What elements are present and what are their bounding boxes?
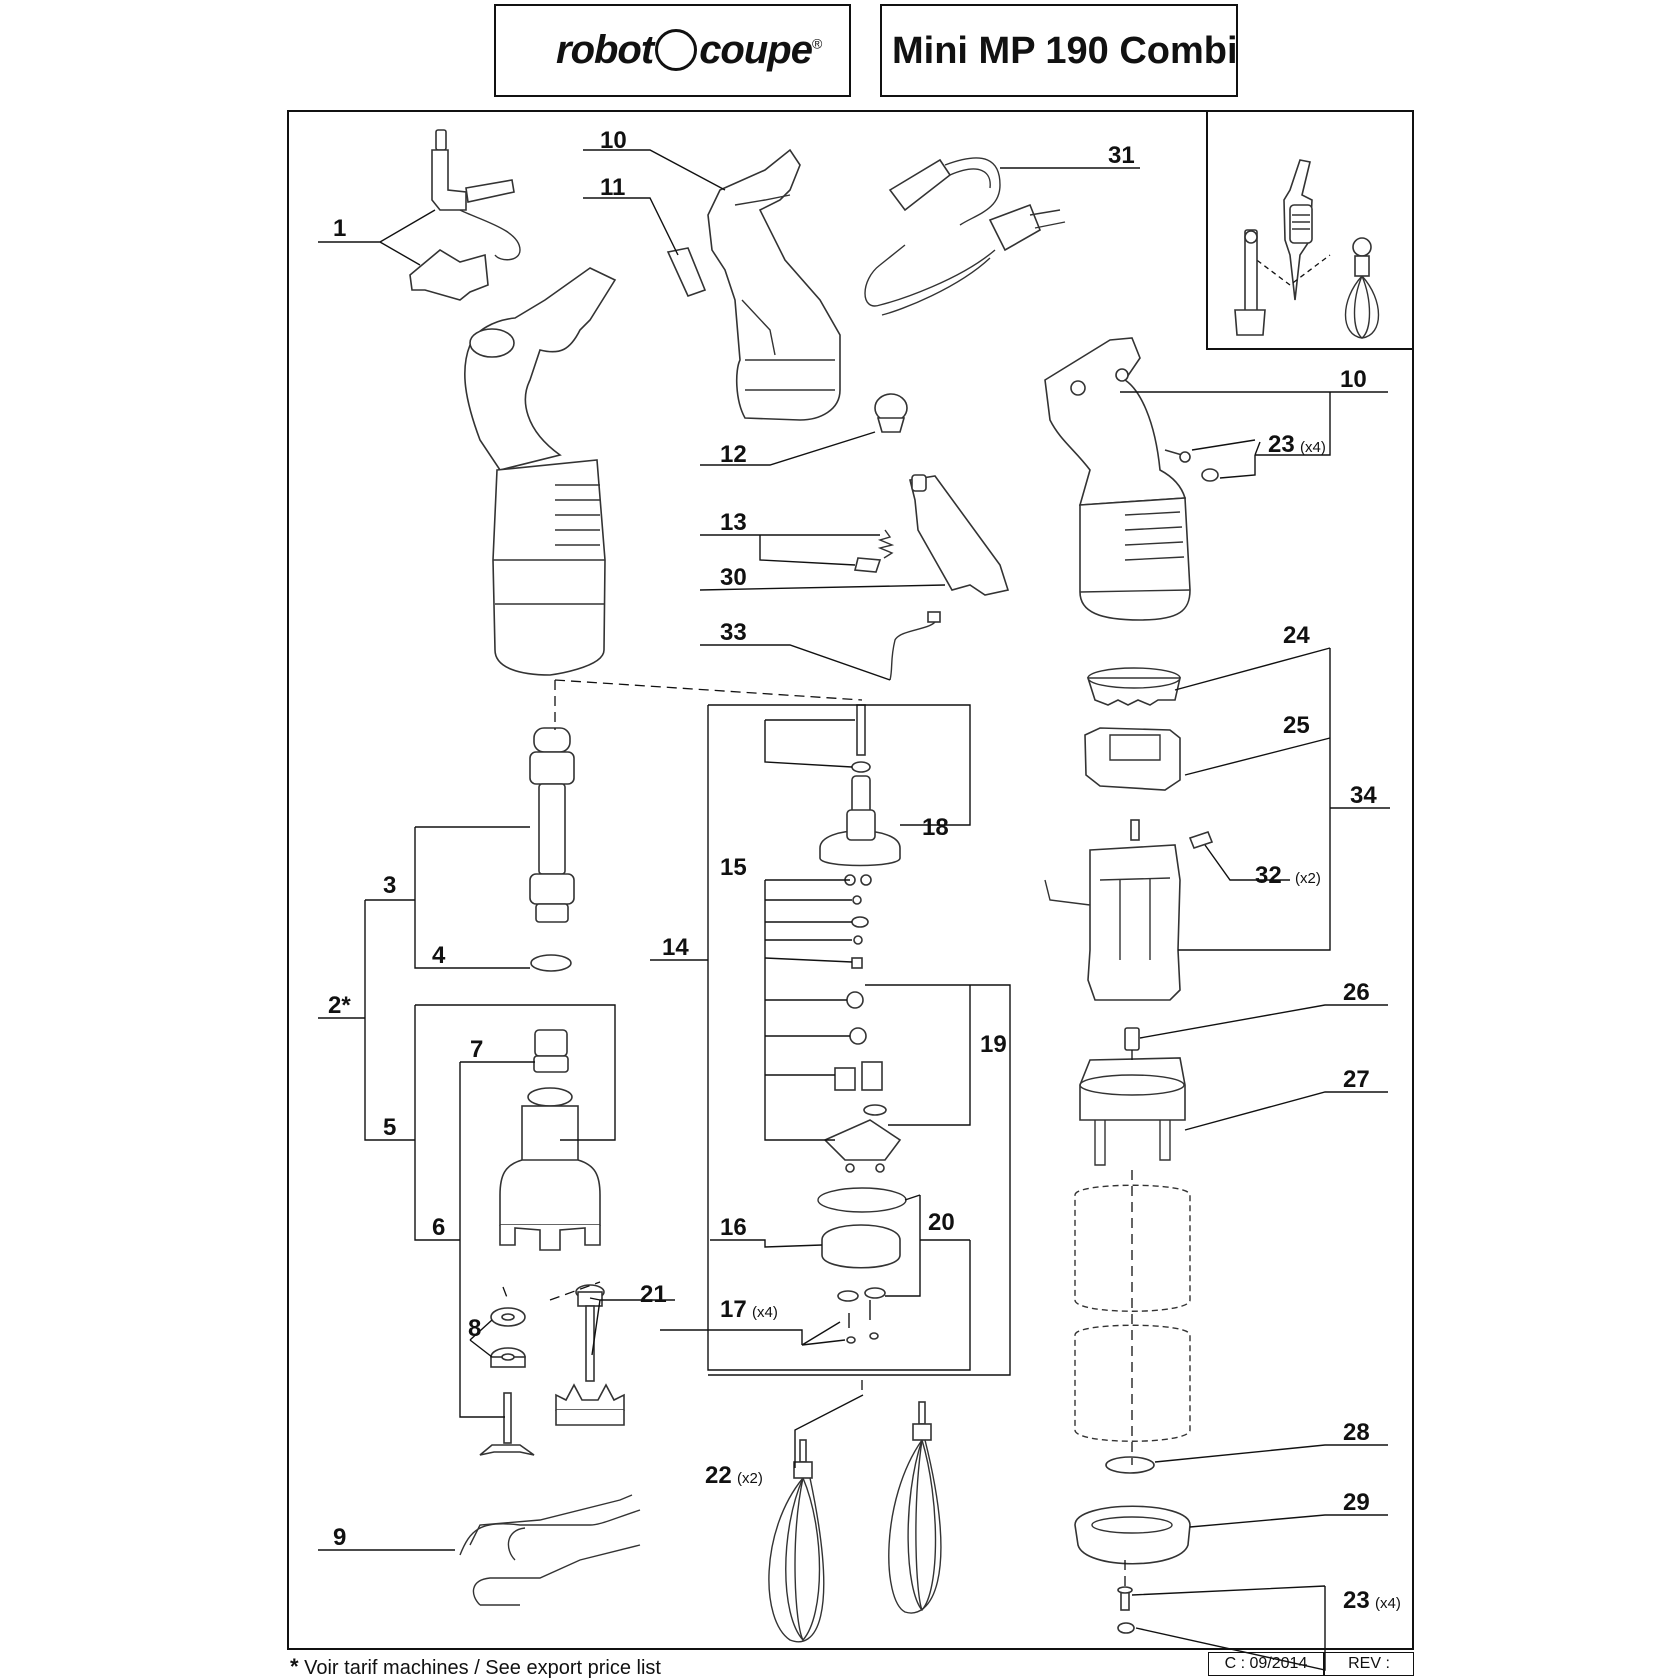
brand-registered-mark: ®	[811, 35, 822, 52]
label-33: 33	[720, 619, 747, 646]
label-32: 32	[1255, 862, 1282, 889]
label-8: 8	[468, 1315, 481, 1342]
part-33-wire-connector	[889, 611, 941, 681]
label-29: 29	[1343, 1489, 1370, 1516]
label-19: 19	[980, 1031, 1007, 1058]
brand-logo-left: robot	[556, 28, 654, 72]
assembly-inset	[1206, 112, 1413, 350]
part-30-switch-board	[909, 474, 1010, 596]
label-28: 28	[1343, 1419, 1370, 1446]
label-23-top: 23	[1268, 431, 1295, 458]
part-28-o-ring	[1105, 1456, 1155, 1474]
revision-label: REV :	[1324, 1652, 1414, 1676]
motor-housing-tubes	[1074, 1184, 1191, 1442]
label-4: 4	[432, 942, 446, 969]
label-20: 20	[928, 1209, 955, 1236]
label-6: 6	[432, 1214, 445, 1241]
qty-32: (x2)	[1295, 870, 1321, 887]
part-25-fan-cover	[1084, 727, 1181, 791]
label-13: 13	[720, 509, 747, 536]
part-3-shaft	[529, 727, 575, 972]
label-9: 9	[333, 1524, 346, 1551]
part-22-whisk-left	[768, 1439, 825, 1643]
inset-assembled-blender	[1234, 159, 1380, 339]
qty-17: (x4)	[752, 1304, 778, 1321]
part-12-button	[874, 393, 908, 433]
qty-23-bottom: (x4)	[1375, 1595, 1401, 1612]
label-25: 25	[1283, 712, 1310, 739]
brand-logo-right: coupe	[699, 28, 813, 72]
part-27-motor-base	[1079, 1057, 1186, 1166]
part-29-end-cap	[1074, 1505, 1191, 1565]
part-22-whisk-right	[888, 1401, 942, 1614]
part-13-spring-and-slider	[853, 529, 895, 573]
part-10-handle-right	[1044, 337, 1191, 621]
label-3: 3	[383, 872, 396, 899]
part-34-motor-unit	[1044, 819, 1181, 1001]
label-11: 11	[600, 174, 625, 201]
brand-logo: robot coupe®	[556, 28, 822, 73]
part-21-masher	[555, 1284, 625, 1426]
part-32-carbon-brushes	[1188, 831, 1214, 849]
footnote-text: Voir tarif machines / See export price l…	[304, 1657, 661, 1679]
qty-22: (x2)	[737, 1470, 763, 1487]
revision-date: C : 09/2014	[1208, 1652, 1324, 1676]
label-15: 15	[720, 854, 747, 881]
label-7: 7	[470, 1036, 483, 1063]
model-title: Mini MP 190 Combi	[892, 30, 1238, 72]
leader-lines	[318, 149, 1390, 1671]
label-30: 30	[720, 564, 747, 591]
part-6-blade	[479, 1392, 535, 1456]
brand-logo-mark	[655, 29, 698, 72]
part-31-power-cord	[864, 157, 1066, 316]
label-5: 5	[383, 1114, 396, 1141]
label-17: 17	[720, 1296, 747, 1323]
label-27: 27	[1343, 1066, 1370, 1093]
part-23-screws-bottom	[1117, 1586, 1135, 1634]
label-2: 2*	[328, 992, 351, 1019]
label-14: 14	[662, 934, 689, 961]
part-9-wall-bracket	[459, 1494, 641, 1606]
label-16: 16	[720, 1214, 747, 1241]
part-26-coupler	[1124, 1027, 1140, 1051]
model-title-box: Mini MP 190 Combi	[880, 4, 1238, 97]
part-5-blender-foot	[499, 1029, 601, 1251]
label-23-bottom: 23	[1343, 1587, 1370, 1614]
label-10-right: 10	[1340, 366, 1367, 393]
part-24-fan	[1086, 667, 1182, 706]
label-34: 34	[1350, 782, 1377, 809]
label-21: 21	[640, 1281, 667, 1308]
label-22: 22	[705, 1462, 732, 1489]
label-31: 31	[1108, 142, 1135, 169]
qty-23-top: (x4)	[1300, 439, 1326, 456]
brand-logo-box: robot coupe®	[494, 4, 851, 97]
footnote-star: *	[290, 1654, 299, 1679]
part-number-labels: 1 2* 3 4 5 6 7 8 9 10 10 11 12 13 14 15 …	[328, 127, 1401, 1614]
part-10-handle-shell	[707, 148, 841, 421]
label-18: 18	[922, 814, 949, 841]
label-10-top: 10	[600, 127, 627, 154]
part-23-screws-top	[1164, 449, 1219, 482]
label-26: 26	[1343, 979, 1370, 1006]
part-8-washers	[490, 1307, 526, 1368]
motor-body-assembled	[464, 267, 617, 676]
footnote: * Voir tarif machines / See export price…	[290, 1654, 661, 1680]
label-1: 1	[333, 215, 346, 242]
gearbox-stack	[817, 704, 907, 1344]
label-24: 24	[1283, 622, 1310, 649]
part-1-switch-cable	[409, 129, 521, 301]
label-12: 12	[720, 441, 747, 468]
part-11-switch-lever	[666, 247, 707, 297]
